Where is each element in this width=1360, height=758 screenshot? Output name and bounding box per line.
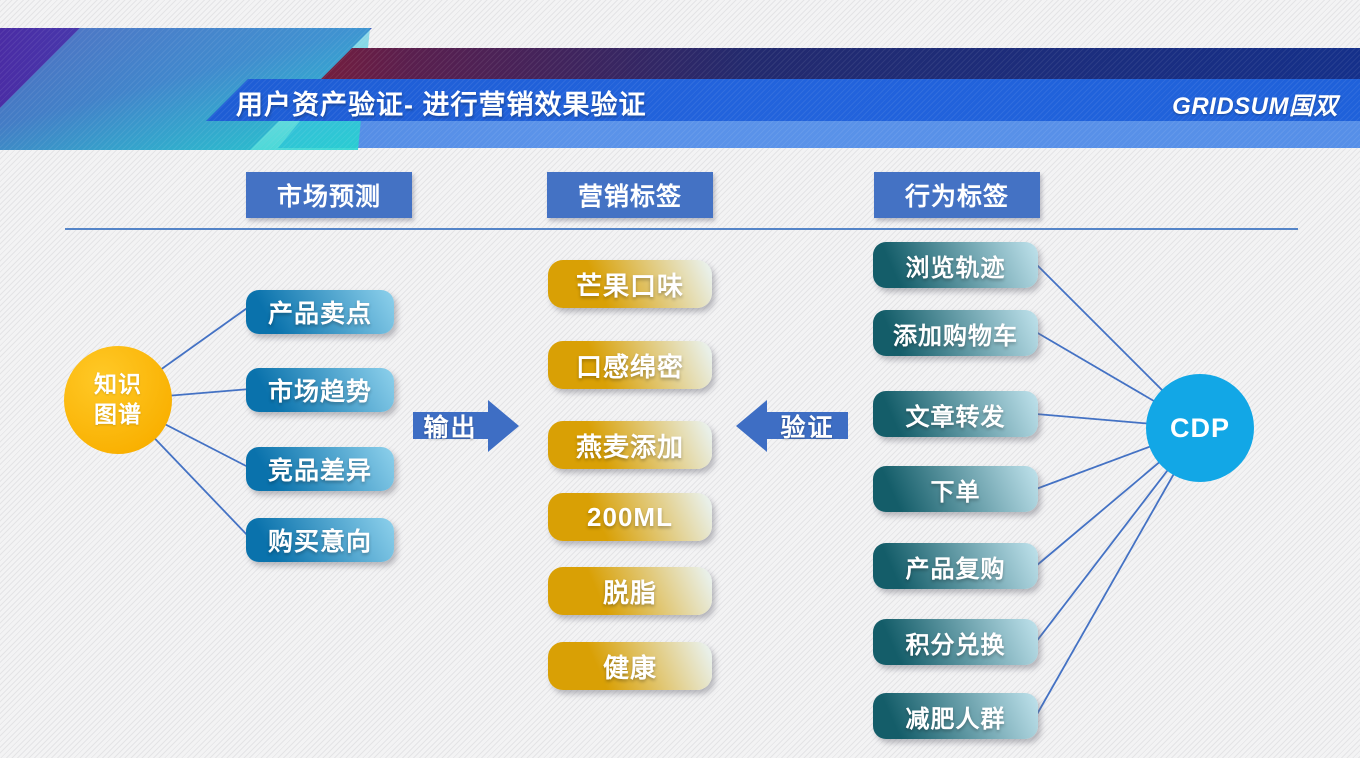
knowledge-graph-node: 知识 图谱 bbox=[64, 346, 172, 454]
marketing-tag: 脱脂 bbox=[548, 567, 712, 615]
verify-arrow: 验证 bbox=[767, 412, 848, 442]
knowledge-graph-label-line1: 知识 bbox=[94, 371, 142, 398]
connector-line bbox=[1035, 427, 1201, 717]
verify-arrow-head-icon bbox=[736, 400, 767, 452]
behavior-tag: 积分兑换 bbox=[873, 619, 1038, 665]
marketing-tag: 芒果口味 bbox=[548, 260, 712, 308]
header-title-band bbox=[206, 79, 1360, 121]
cdp-node: CDP bbox=[1146, 374, 1254, 482]
behavior-tag: 产品复购 bbox=[873, 543, 1038, 589]
cdp-label: CDP bbox=[1169, 412, 1230, 443]
column-header-market-forecast: 市场预测 bbox=[246, 172, 412, 218]
header-red-stripe bbox=[321, 48, 1360, 79]
market-forecast-column: 产品卖点市场趋势竞品差异购买意向 bbox=[246, 0, 394, 758]
output-arrow: 输出 bbox=[413, 412, 488, 442]
marketing-tag: 健康 bbox=[548, 642, 712, 690]
column-header-behavior-tags: 行为标签 bbox=[874, 172, 1040, 218]
output-arrow-head-icon bbox=[488, 400, 519, 452]
marketing-tag: 燕麦添加 bbox=[548, 421, 712, 469]
marketing-tag: 200ML bbox=[548, 493, 712, 541]
behavior-tag: 下单 bbox=[873, 466, 1038, 512]
behavior-tag: 浏览轨迹 bbox=[873, 242, 1038, 288]
behavior-tag: 添加购物车 bbox=[873, 310, 1038, 356]
column-header-marketing-tags: 营销标签 bbox=[547, 172, 713, 218]
behavior-tag: 减肥人群 bbox=[873, 693, 1038, 739]
market-forecast-tag: 产品卖点 bbox=[246, 290, 394, 334]
knowledge-graph-label-line2: 图谱 bbox=[94, 401, 142, 427]
marketing-tag: 口感绵密 bbox=[548, 341, 712, 389]
behavior-tag: 文章转发 bbox=[873, 391, 1038, 437]
gridsum-logo: GRIDSUM国双 bbox=[1172, 93, 1338, 120]
marketing-tags-column: 芒果口味口感绵密燕麦添加 200ML 脱脂健康 bbox=[548, 0, 712, 758]
header-light-blue-band bbox=[278, 121, 1360, 148]
market-forecast-tag: 市场趋势 bbox=[246, 368, 394, 412]
market-forecast-tag: 竞品差异 bbox=[246, 447, 394, 491]
slide-title: 用户资产验证- 进行营销效果验证 bbox=[236, 90, 647, 120]
market-forecast-tag: 购买意向 bbox=[246, 518, 394, 562]
behavior-tags-column: 浏览轨迹添加购物车文章转发下单产品复购积分兑换减肥人群 bbox=[873, 0, 1038, 758]
header-divider-line bbox=[65, 228, 1298, 230]
